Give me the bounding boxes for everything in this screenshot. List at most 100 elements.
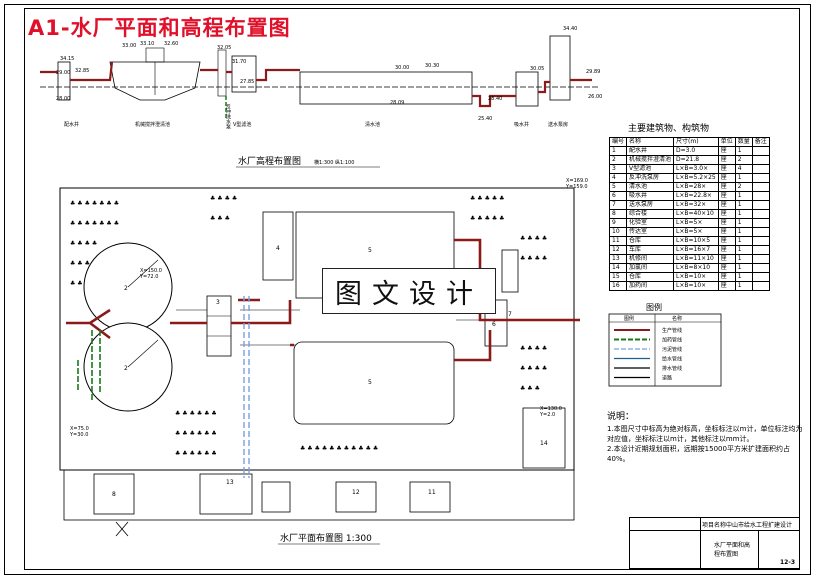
svg-text:♣ ♣ ♣ ♣: ♣ ♣ ♣ ♣ xyxy=(520,235,547,242)
table-cell: 16 xyxy=(608,281,628,291)
coordinate-labels: X=169.0Y=159.0 X=130.0Y=2.0 X=150.0Y=72.… xyxy=(69,178,588,438)
table-cell: 座 xyxy=(717,263,736,273)
table-cell: L×B=40×10 xyxy=(673,209,719,219)
svg-text:吸水井: 吸水井 xyxy=(514,121,529,128)
table-cell: 座 xyxy=(717,272,736,282)
svg-text:13: 13 xyxy=(226,479,234,486)
legend-label: 给水管线 xyxy=(662,356,682,363)
svg-text:♣ ♣ ♣: ♣ ♣ ♣ xyxy=(210,215,230,222)
table-cell: L×B=28× xyxy=(673,182,719,192)
svg-text:27.85: 27.85 xyxy=(240,79,254,85)
buildings-header-cell: 备注 xyxy=(751,137,770,147)
notes-line-1: 1.本图尺寸中标高为绝对标高，坐标标注以m计，单位标注均为对应值，坐标标注以m计… xyxy=(607,425,803,443)
dosing-pipe-plan xyxy=(77,330,101,400)
buildings-header-cell: 编号 xyxy=(608,137,628,147)
table-cell: 座 xyxy=(717,191,736,201)
table-cell: 2 xyxy=(608,155,628,165)
table-cell: L×B=8×10 xyxy=(673,263,719,273)
legend-box xyxy=(608,313,722,387)
drawing-title: A1-水厂平面和高程布置图 xyxy=(28,16,291,40)
table-cell: 加药间 xyxy=(626,281,675,291)
clarifier-section xyxy=(109,61,201,101)
legend-header: 名称 xyxy=(672,315,682,322)
table-cell: 配水井 xyxy=(626,146,675,156)
svg-text:28.00: 28.00 xyxy=(56,96,70,102)
svg-text:♣ ♣ ♣: ♣ ♣ ♣ xyxy=(70,260,90,267)
svg-text:X=169.0: X=169.0 xyxy=(566,178,588,184)
table-cell: L×B=5× xyxy=(673,218,719,228)
table-cell: 仓库 xyxy=(626,236,675,246)
table-cell: 座 xyxy=(717,182,736,192)
svg-text:Y=2.0: Y=2.0 xyxy=(539,412,555,418)
table-cell: 4 xyxy=(608,173,628,183)
table-cell: L×B=10× xyxy=(673,272,719,282)
svg-text:♣ ♣ ♣ ♣: ♣ ♣ ♣ ♣ xyxy=(520,365,547,372)
svg-text:♣ ♣ ♣ ♣ ♣ ♣: ♣ ♣ ♣ ♣ ♣ ♣ xyxy=(175,410,217,417)
table-cell: 传达室 xyxy=(626,227,675,237)
plan-caption: 水厂平面布置图 1:300 xyxy=(280,532,372,544)
table-cell: 1 xyxy=(734,272,753,282)
drawing-frame xyxy=(4,4,811,575)
svg-text:30.05: 30.05 xyxy=(530,66,544,72)
table-cell: 送水泵房 xyxy=(626,200,675,210)
svg-text:32.85: 32.85 xyxy=(75,68,89,74)
notes-line-2: 2.本设计近期规划面积，远期按15000平方米扩建面积约占40%。 xyxy=(607,445,790,463)
svg-text:33.10: 33.10 xyxy=(140,41,154,47)
svg-text:♣ ♣ ♣ ♣: ♣ ♣ ♣ ♣ xyxy=(70,240,97,247)
table-cell: V型滤池 xyxy=(626,164,675,174)
table-cell: L×B=10× xyxy=(673,281,719,291)
table-cell xyxy=(751,245,770,255)
table-cell xyxy=(751,155,770,165)
svg-text:34.40: 34.40 xyxy=(563,26,577,32)
table-cell: 8 xyxy=(608,209,628,219)
legend-label: 生产管线 xyxy=(662,327,682,334)
table-cell: 1 xyxy=(734,209,753,219)
backwash-pump-plan xyxy=(262,211,294,281)
table-cell: L×B=5.2×25 xyxy=(673,173,719,183)
svg-text:♣ ♣ ♣ ♣ ♣: ♣ ♣ ♣ ♣ ♣ xyxy=(470,215,505,222)
table-cell: L×B=3.0× xyxy=(673,164,719,174)
svg-text:29.00: 29.00 xyxy=(56,70,70,76)
svg-text:♣ ♣ ♣ ♣ ♣ ♣: ♣ ♣ ♣ ♣ ♣ ♣ xyxy=(175,430,217,437)
svg-text:机械搅拌澄清池: 机械搅拌澄清池 xyxy=(135,121,170,128)
svg-text:32.05: 32.05 xyxy=(217,45,231,51)
sludge-pipe-plan xyxy=(243,296,250,478)
table-cell: 1 xyxy=(608,146,628,156)
svg-text:配水井: 配水井 xyxy=(64,121,79,128)
table-cell xyxy=(751,218,770,228)
pump-house-plan xyxy=(501,249,519,293)
svg-text:28.40: 28.40 xyxy=(488,96,502,102)
table-cell: 反冲洗泵房 xyxy=(626,173,675,183)
clear-water-tank-section xyxy=(299,71,473,105)
svg-text:14: 14 xyxy=(540,440,548,447)
table-cell: 座 xyxy=(717,254,736,264)
table-cell xyxy=(751,164,770,174)
table-cell: 4 xyxy=(734,164,753,174)
table-cell xyxy=(751,209,770,219)
title-block-sheet: 12-3 xyxy=(779,559,795,566)
table-cell: 化验室 xyxy=(626,218,675,228)
table-cell: 11 xyxy=(608,236,628,246)
buildings-header-cell: 名称 xyxy=(626,137,675,147)
table-cell: L×B=11×10 xyxy=(673,254,719,264)
v-filter-section xyxy=(231,55,257,93)
legend-label: 道路 xyxy=(662,375,672,382)
title-block-drawing: 水厂平面和高程布置图 xyxy=(714,542,751,558)
notes-heading: 说明： xyxy=(607,412,635,422)
legend-samples: 图例名称生产管线加药管线污泥管线给水管线排水管线道路 xyxy=(614,315,682,382)
table-cell: 座 xyxy=(717,236,736,246)
table-cell: 10 xyxy=(608,227,628,237)
svg-text:11: 11 xyxy=(428,489,436,496)
